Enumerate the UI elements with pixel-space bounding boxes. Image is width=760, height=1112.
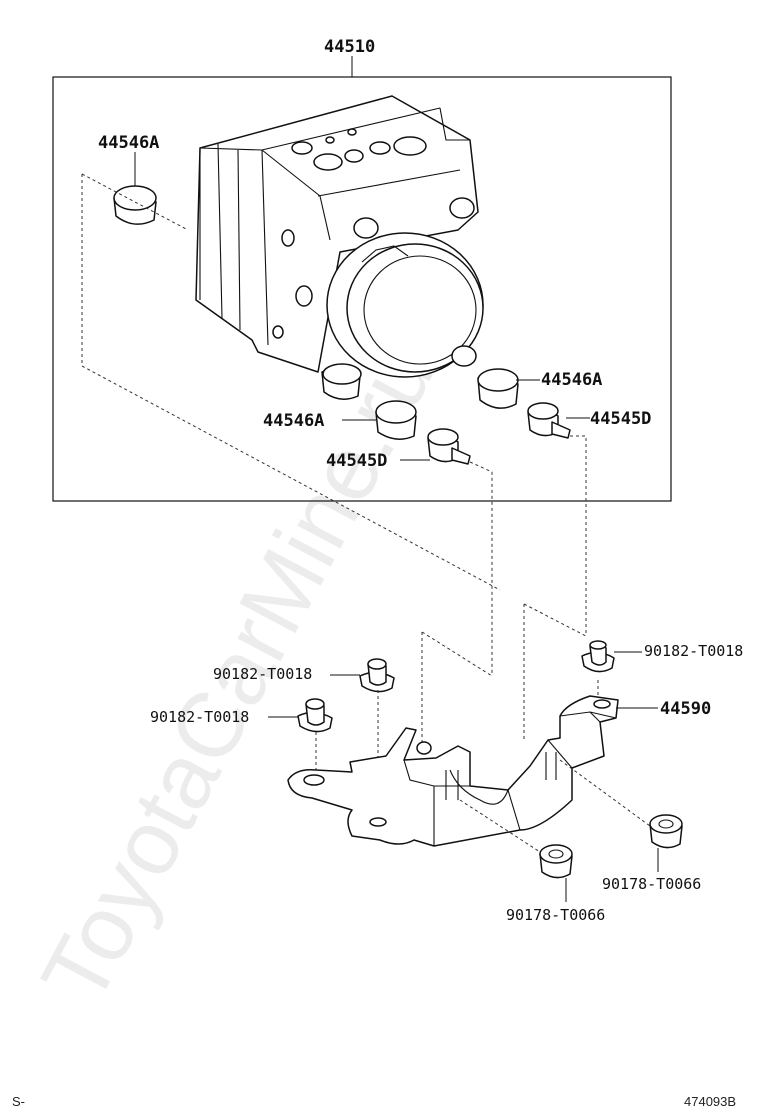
cap-44546a-right (477, 368, 519, 409)
nut-90178-t0066-right (649, 814, 683, 849)
label-cap-bottom[interactable]: 44546A (263, 411, 324, 431)
footer-right: 474093B (684, 1094, 736, 1109)
bracket-44590 (287, 695, 619, 847)
label-bolt-low-left[interactable]: 90182-T0018 (150, 708, 249, 726)
label-bracket[interactable]: 44590 (660, 699, 711, 719)
cap-44546a-top-left (113, 185, 157, 225)
label-cap-right[interactable]: 44546A (541, 370, 602, 390)
assembly-frame (52, 76, 672, 502)
bolt-90182-t0018-mid-left (359, 658, 395, 693)
label-nut-bottom[interactable]: 90178-T0066 (506, 906, 605, 924)
bolt-90182-t0018-low-left (297, 698, 333, 733)
label-cap-top-left[interactable]: 44546A (98, 133, 159, 153)
nut-90178-t0066-bottom (539, 844, 573, 879)
label-bolt-mid-left[interactable]: 90182-T0018 (213, 665, 312, 683)
label-stud-bottom[interactable]: 44545D (326, 451, 387, 471)
footer-left: S- (12, 1094, 25, 1109)
label-stud-right[interactable]: 44545D (590, 409, 651, 429)
bolt-90182-t0018-top-right (581, 640, 615, 673)
stud-44545d-right (527, 402, 571, 439)
label-bolt-top-right[interactable]: 90182-T0018 (644, 642, 743, 660)
cap-44546a-bottom (375, 400, 417, 440)
label-assembly[interactable]: 44510 (324, 37, 375, 57)
stud-44545d-bottom (427, 428, 471, 465)
label-nut-right[interactable]: 90178-T0066 (602, 875, 701, 893)
abs-actuator-unit (195, 95, 484, 400)
